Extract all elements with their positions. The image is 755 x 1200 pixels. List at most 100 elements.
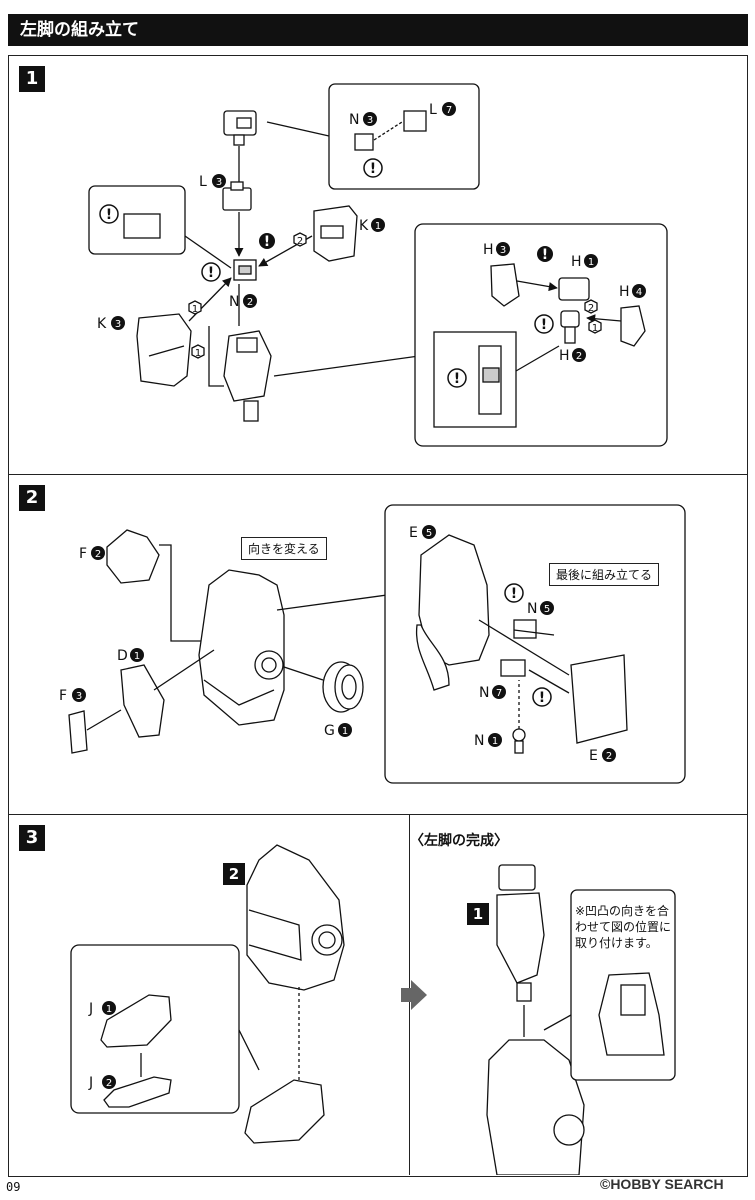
label-F2: F [79, 546, 87, 562]
num-L7: 7 [446, 105, 452, 116]
page-number: 09 [6, 1180, 21, 1194]
svg-text:!: ! [454, 371, 460, 387]
label-N7: N [479, 685, 489, 701]
num-H4: 4 [636, 287, 642, 298]
step-1-panel: 1 [8, 55, 748, 475]
label-F3: F [59, 688, 67, 704]
num-H1: 1 [588, 257, 594, 268]
num-D1: 1 [134, 651, 140, 662]
num-H3: 3 [500, 245, 506, 256]
step-3-diagram [70, 844, 676, 1175]
order-mark-d: 2 [588, 303, 594, 314]
part-H4 [620, 305, 646, 347]
callout-n3-l7 [328, 83, 480, 190]
svg-text:!: ! [541, 317, 547, 333]
part-main-shin [198, 569, 285, 726]
part-N2 [233, 259, 257, 281]
part-E2 [570, 654, 628, 744]
step-2-part-labels: F 2 D 1 F 3 G 1 E 5 N 5 N 7 N 1 E 2 [59, 525, 616, 764]
step-1-diagram: ! ! ! ! ! ! ! L 3 N 2 K 1 K 3 N 3 L [88, 83, 668, 447]
part-H2 [560, 310, 580, 344]
num-G1: 1 [342, 726, 348, 737]
num-N7: 7 [496, 688, 502, 699]
svg-text:!: ! [264, 234, 270, 250]
label-H4: H [619, 284, 630, 300]
step-number-2: 2 [19, 485, 45, 511]
step-2-panel: 2 [8, 475, 748, 815]
label-N5: N [527, 601, 537, 617]
label-N1: N [474, 733, 484, 749]
part-H1 [558, 277, 590, 301]
order-mark-a: 2 [297, 236, 303, 247]
warning-icons: ! ! ! ! ! ! ! [99, 158, 554, 388]
num-H2: 2 [576, 351, 582, 362]
part-E5 [415, 534, 490, 691]
step-number-3: 3 [19, 825, 45, 851]
assembly-note: ※凹凸の向きを合わせて図の位置に取り付けます。 [575, 904, 672, 950]
num-E2: 2 [606, 751, 612, 762]
tag-turn-around: 向きを変える [241, 537, 327, 560]
label-L7: L [429, 102, 437, 118]
label-E2: E [589, 748, 598, 764]
step-3-panel: 3 2 [8, 815, 748, 1177]
num-E5: 5 [426, 528, 432, 539]
part-J1 [100, 994, 172, 1048]
label-H3: H [483, 242, 494, 258]
num-N3: 3 [367, 115, 373, 126]
label-E5: E [409, 525, 418, 541]
order-mark-b: 1 [192, 304, 198, 315]
order-mark-c: 1 [195, 348, 201, 359]
svg-text:!: ! [542, 247, 548, 263]
section-title: 左脚の組み立て [8, 14, 748, 46]
part-G1 [322, 661, 364, 713]
part-shin-assembled [246, 844, 345, 991]
part-K1 [313, 205, 358, 262]
step-2-diagram: ! ! F 2 D 1 F 3 G 1 E 5 N 5 N 7 N 1 E 2 [59, 504, 686, 784]
step-1-part-labels: L 3 N 2 K 1 K 3 N 3 L 7 H 3 H 1 H 4 H 2 … [97, 102, 646, 364]
label-D1: D [117, 648, 128, 664]
tag-assemble-last: 最後に組み立てる [549, 563, 660, 586]
label-L3: L [199, 174, 207, 190]
num-F3: 3 [76, 691, 82, 702]
label-N3: N [349, 112, 359, 128]
part-N1 [512, 728, 526, 754]
next-arrow-icon [401, 980, 427, 1010]
part-F3 [68, 710, 88, 754]
completion-title: 〈左脚の完成〉 [410, 833, 508, 849]
label-K1: K [359, 218, 369, 234]
step-number-1: 1 [19, 66, 45, 92]
label-H2: H [559, 348, 570, 364]
part-K3 [136, 313, 192, 387]
svg-text:!: ! [106, 207, 112, 223]
ref-step-1: 1 [467, 903, 489, 925]
num-F2: 2 [95, 549, 101, 560]
part-L3 [222, 181, 252, 211]
step-2-warning-icons: ! ! [504, 583, 552, 707]
num-K1: 1 [375, 221, 381, 232]
svg-text:!: ! [511, 586, 517, 602]
num-K3: 3 [115, 319, 121, 330]
watermark: ©HOBBY SEARCH [600, 1176, 724, 1192]
num-L3: 3 [216, 177, 222, 188]
part-N5 [513, 619, 537, 639]
part-H3 [490, 263, 520, 307]
order-mark-e: 1 [592, 323, 598, 334]
label-G1: G [324, 723, 335, 739]
ref-step-2: 2 [223, 863, 245, 885]
num-N1: 1 [492, 736, 498, 747]
svg-text:!: ! [208, 265, 214, 281]
part-completed-leg [486, 864, 585, 1175]
part-foot-assembled [244, 1079, 325, 1144]
label-H1: H [571, 254, 582, 270]
part-lower-thigh [223, 330, 272, 422]
part-N7 [500, 659, 526, 677]
part-F2 [106, 529, 160, 584]
svg-text:!: ! [539, 690, 545, 706]
part-J2 [103, 1076, 172, 1108]
label-N2: N [229, 294, 239, 310]
svg-text:!: ! [370, 161, 376, 177]
num-N5: 5 [544, 604, 550, 615]
part-top-joint [223, 110, 257, 146]
part-D1 [120, 664, 165, 738]
label-K3: K [97, 316, 107, 332]
